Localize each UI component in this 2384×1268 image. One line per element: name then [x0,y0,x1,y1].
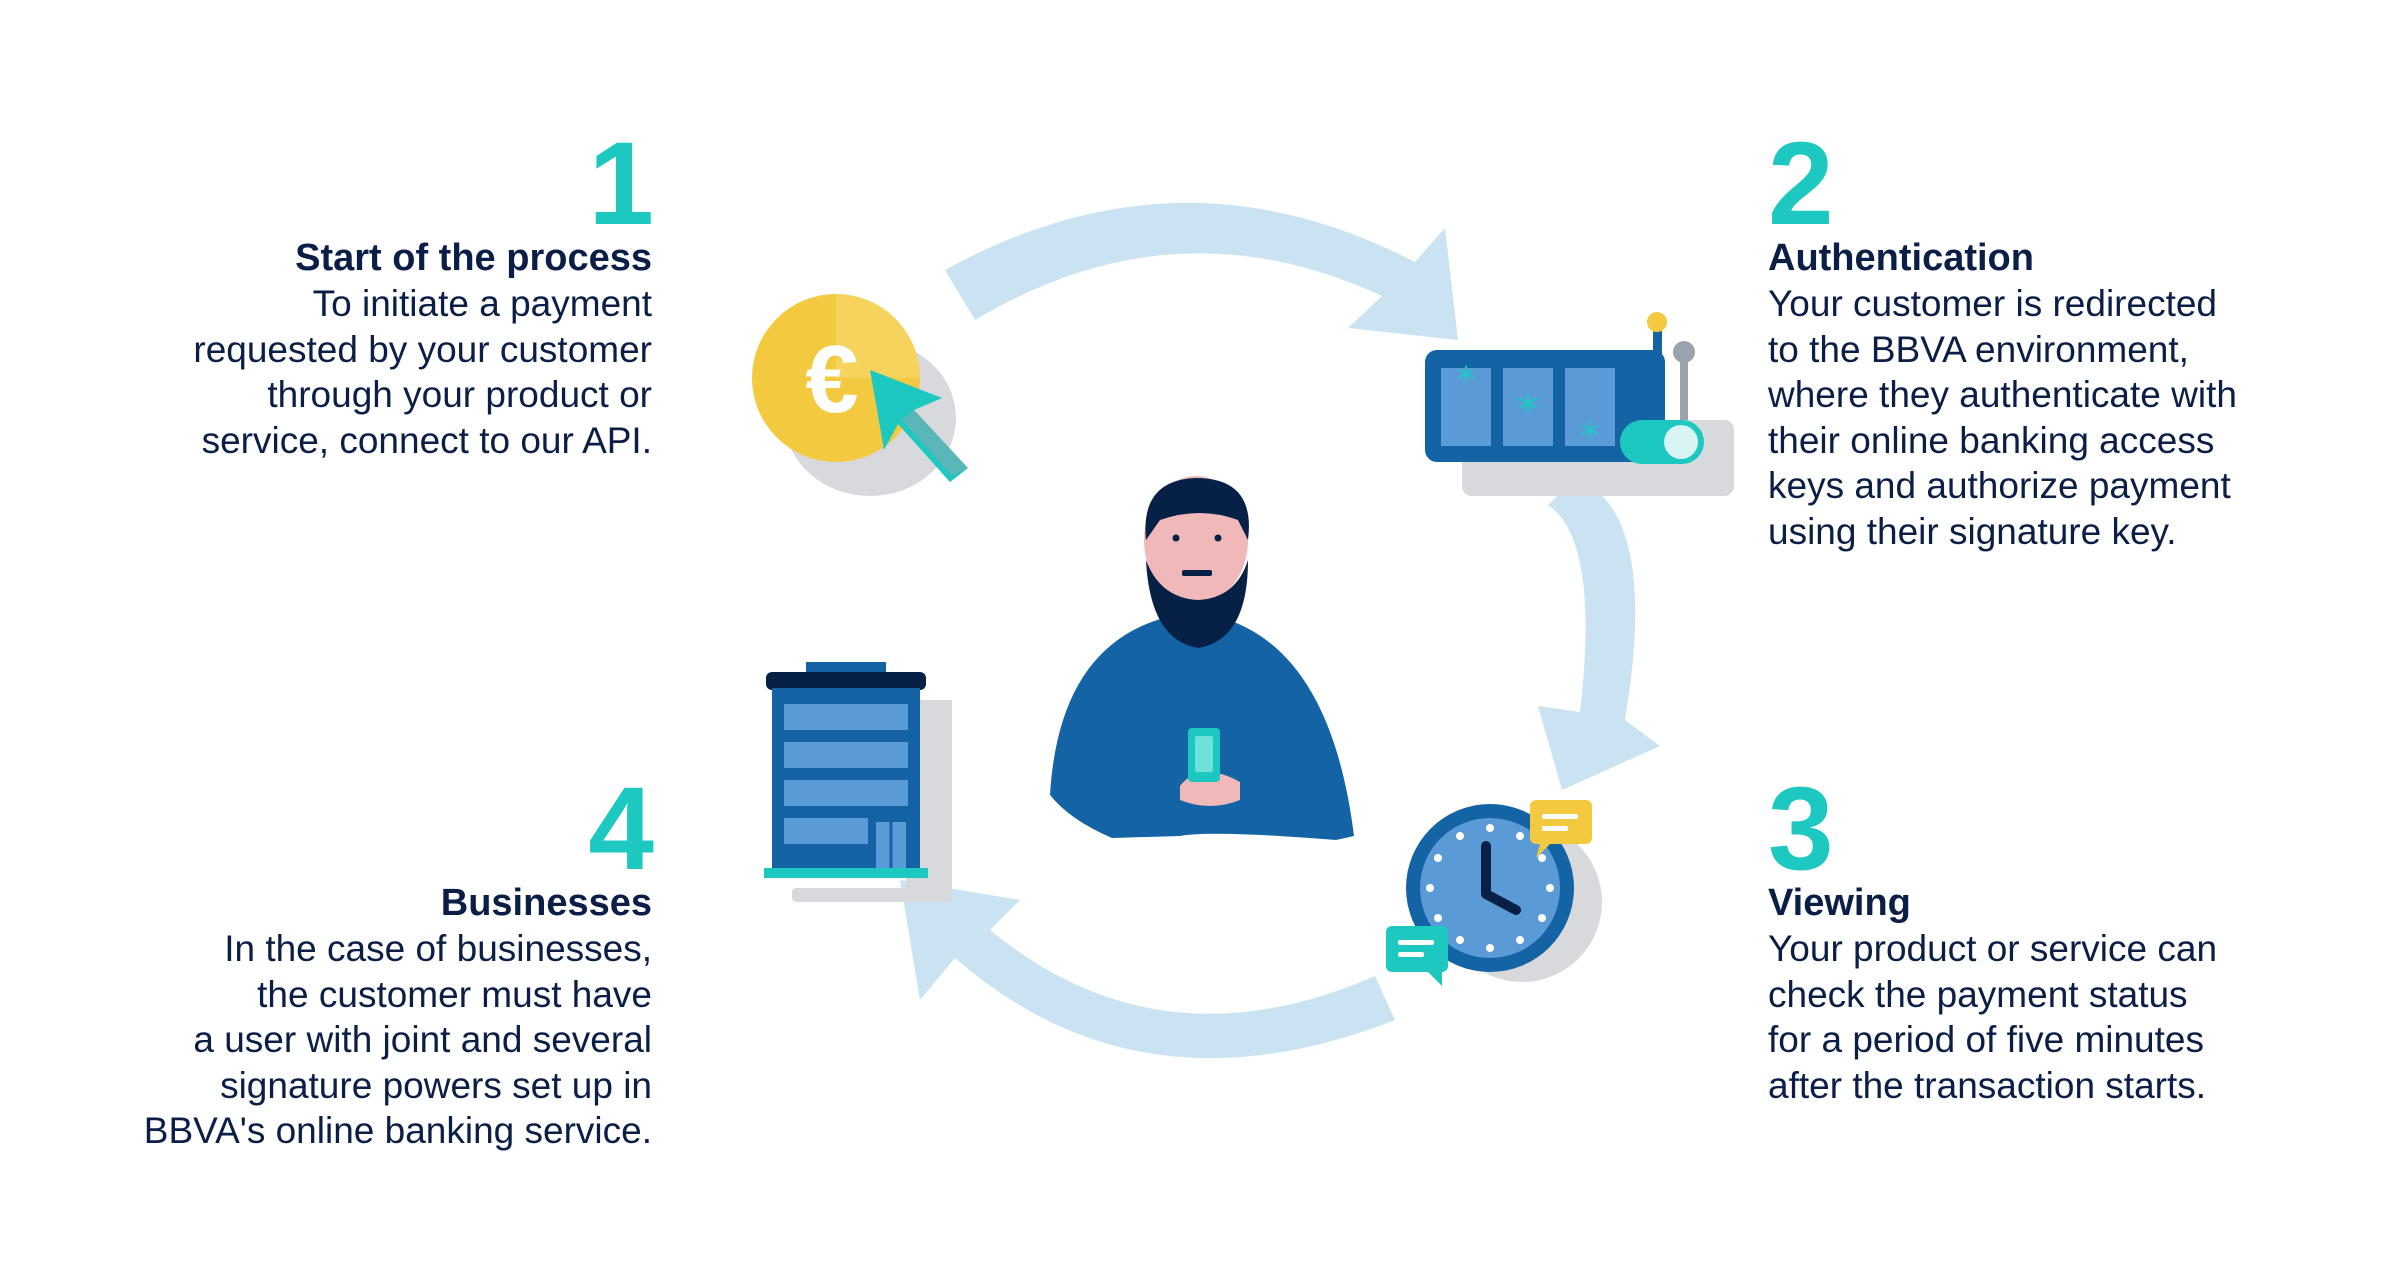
euro-symbol: € [805,326,858,433]
step-number: 3 [1768,763,1834,895]
step-title: Authentication [1768,237,2034,279]
cursor-icon [870,370,968,482]
step-description: In the case of businesses, the customer … [32,926,652,1154]
svg-text:*: * [1457,360,1475,401]
arrow-right [1538,478,1660,790]
arrow-bottom [900,880,1395,1059]
step-title: Start of the process [295,237,652,279]
description-line: signature powers set up in [220,1064,652,1106]
description-line: to the BBVA environment, [1768,328,2189,370]
description-line: service, connect to our API. [201,419,652,461]
description-line: To initiate a payment [312,283,652,324]
step-title: Viewing [1768,882,1911,924]
step-number: 2 [1768,118,1834,250]
office-building-icon [764,662,952,902]
description-line: keys and authorize payment [1768,465,2231,506]
description-line: BBVA's online banking service. [143,1110,652,1151]
arrow-top [945,202,1458,340]
description-line: a user with joint and several [193,1019,652,1060]
description-line: through your product or [267,374,652,415]
description-line: Your product or service can [1768,928,2218,969]
description-line: In the case of businesses, [224,928,652,969]
description-line: their online banking access [1768,419,2215,461]
euro-coin-icon: € [752,294,968,496]
clock-chat-icon [1386,800,1602,986]
step-number: 4 [588,763,654,895]
step-viewing: 3 Viewing Your product or service can ch… [1768,770,2368,1108]
description-line: for a period of five minutes [1768,1019,2204,1060]
step-businesses: 4 Businesses In the case of businesses, … [32,763,654,1154]
description-line: the customer must have [257,973,652,1015]
step-title: Businesses [440,882,652,924]
description-line: after the transaction starts. [1768,1064,2207,1106]
step-description: To initiate a payment requested by your … [32,281,652,463]
svg-text:*: * [1581,416,1599,457]
step-start-of-process: 1 Start of the process To initiate a pay… [32,118,654,463]
step-authentication: 2 Authentication Your customer is redire… [1768,125,2368,554]
description-line: requested by your customer [193,328,652,370]
step-number: 1 [588,118,654,250]
step-description: Your product or service can check the pa… [1768,926,2368,1108]
description-line: using their signature key. [1768,510,2177,552]
customer-with-phone-icon [1050,476,1354,840]
description-line: where they authenticate with [1768,374,2237,415]
description-line: Your customer is redirected [1768,283,2218,324]
description-line: check the payment status [1768,973,2188,1015]
svg-text:*: * [1518,386,1539,435]
step-description: Your customer is redirected to the BBVA … [1768,281,2368,554]
password-login-icon: * * * [1425,312,1734,496]
